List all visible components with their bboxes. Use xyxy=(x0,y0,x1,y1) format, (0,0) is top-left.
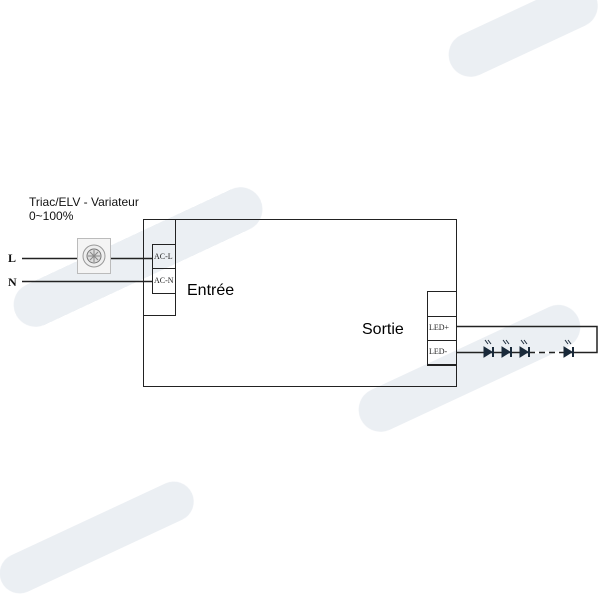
output-label: Sortie xyxy=(362,321,404,338)
dimmer-icon xyxy=(77,238,111,274)
watermark xyxy=(13,187,263,327)
led-icon xyxy=(483,339,494,358)
dimmer-range: 0~100% xyxy=(29,209,74,223)
terminal-led-minus-label: LED- xyxy=(429,347,448,356)
input-label: Entrée xyxy=(187,282,235,299)
led-icon xyxy=(563,339,574,358)
led-string xyxy=(483,339,574,358)
line-label: L xyxy=(8,251,17,265)
led-icon xyxy=(519,339,530,358)
terminal-ac-n xyxy=(152,268,176,294)
dimmer-title: Triac/ELV - Variateur xyxy=(29,195,139,209)
watermark xyxy=(448,0,598,77)
terminal-led-plus-label: LED+ xyxy=(429,323,450,332)
watermark xyxy=(358,304,581,432)
watermark xyxy=(0,481,194,594)
terminal-ac-l-label: AC-L xyxy=(154,252,173,261)
terminal-ac-n-label: AC-N xyxy=(154,276,174,285)
led-icon xyxy=(501,339,512,358)
neutral-label: N xyxy=(8,275,17,289)
